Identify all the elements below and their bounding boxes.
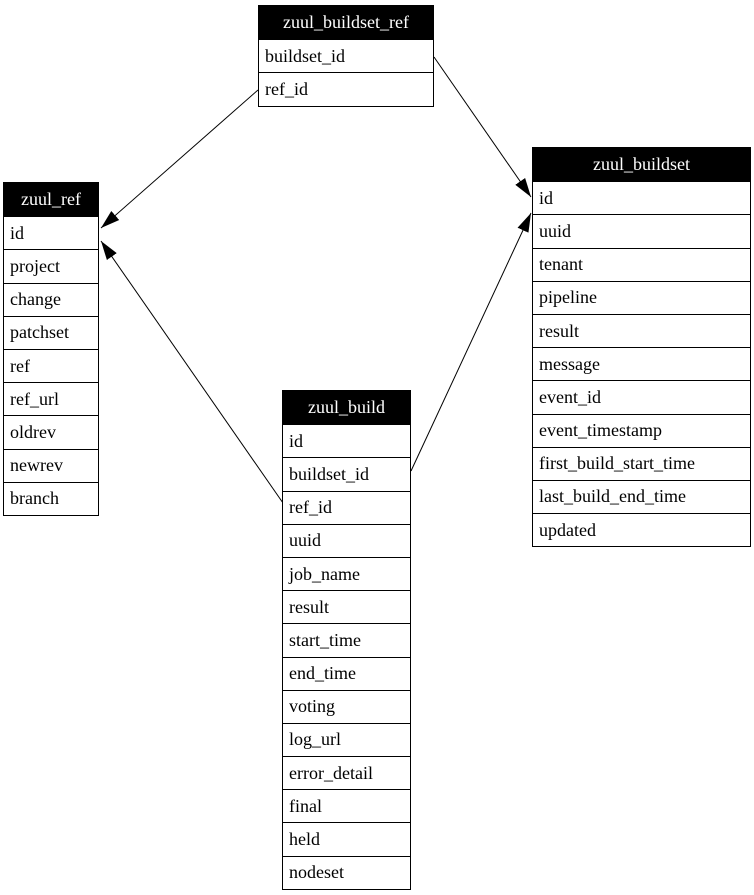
table-field: result [533,313,750,347]
table-field: uuid [533,214,750,247]
table-field: voting [283,689,410,723]
table-field: buildset_id [283,457,410,490]
table-field: start_time [283,623,410,656]
edge-zuul-build-to-zuul-ref [100,240,284,504]
table-field: last_build_end_time [533,479,750,513]
table-field: first_build_start_time [533,446,750,480]
table-field: job_name [283,556,410,590]
table-field: nodeset [283,855,410,889]
table-title: zuul_ref [4,183,98,217]
table-field: result [283,590,410,623]
table-field: project [4,249,98,282]
table-field: ref [4,348,98,382]
table-field: oldrev [4,415,98,448]
table-field: held [283,822,410,855]
edge-zuul-buildset-ref-to-zuul-ref [100,89,259,229]
table-field: event_timestamp [533,413,750,447]
table-field: patchset [4,315,98,349]
table-field: final [283,789,410,822]
table-field: log_url [283,722,410,756]
table-title: zuul_build [283,391,410,425]
table-field: end_time [283,656,410,690]
table-title: zuul_buildset_ref [259,6,433,40]
table-field: error_detail [283,756,410,789]
table-field: branch [4,481,98,515]
table-field: buildset_id [259,39,433,72]
table-field: ref_id [283,490,410,524]
table-field: ref_id [259,72,433,105]
table-field: id [533,181,750,214]
table-field: change [4,282,98,316]
table-field: id [4,216,98,249]
table-field: uuid [283,523,410,557]
table-title: zuul_buildset [533,148,750,182]
table-field: ref_url [4,382,98,415]
table-field: id [283,424,410,457]
table-field: updated [533,513,750,546]
edge-zuul-build-to-zuul-buildset [410,212,532,472]
table-field: message [533,347,750,380]
edge-zuul-buildset-ref-to-zuul-buildset [433,56,532,198]
table-field: pipeline [533,280,750,314]
table-field: newrev [4,448,98,482]
table-field: event_id [533,380,750,413]
table-field: tenant [533,247,750,281]
